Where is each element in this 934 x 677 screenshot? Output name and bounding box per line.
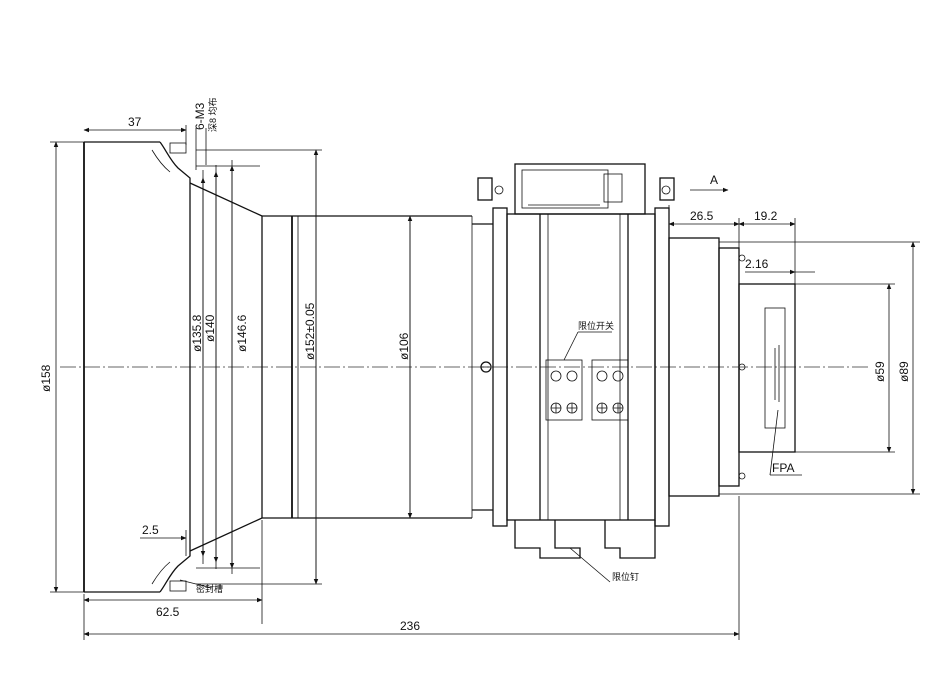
- dim-236: 236: [400, 619, 420, 633]
- dim-2-5: 2.5: [142, 523, 159, 537]
- limit-pin-label: 限位钉: [612, 571, 639, 582]
- limit-switch-group: [545, 331, 629, 421]
- fpa-label: FPA: [772, 461, 794, 475]
- dim-26-5: 26.5: [690, 209, 714, 223]
- dim-d59: ø59: [873, 361, 887, 382]
- dim-2-16: 2.16: [745, 257, 769, 271]
- dim-37: 37: [128, 115, 142, 129]
- rear-detector-housing: [668, 237, 796, 497]
- dim-d146-6: ø146.6: [235, 314, 249, 352]
- view-a-label: A: [710, 173, 718, 187]
- dimension-lines: [50, 125, 920, 640]
- dim-d89: ø89: [897, 361, 911, 382]
- focus-ring-assembly: [472, 163, 675, 559]
- dim-d152: ø152±0.05: [303, 302, 317, 360]
- dim-d135-8: ø135.8: [190, 314, 204, 352]
- limit-switch-label: 限位开关: [578, 320, 614, 331]
- dim-d158: ø158: [39, 364, 53, 392]
- seal-groove-label: 密封槽: [196, 583, 223, 594]
- dim-screw-spec: 6-M3: [193, 102, 207, 130]
- dim-62-5: 62.5: [156, 605, 180, 619]
- dim-screw-depth: 深8 均布: [207, 97, 218, 132]
- dim-d140: ø140: [203, 314, 217, 342]
- dim-d106: ø106: [397, 332, 411, 360]
- dim-19-2: 19.2: [754, 209, 778, 223]
